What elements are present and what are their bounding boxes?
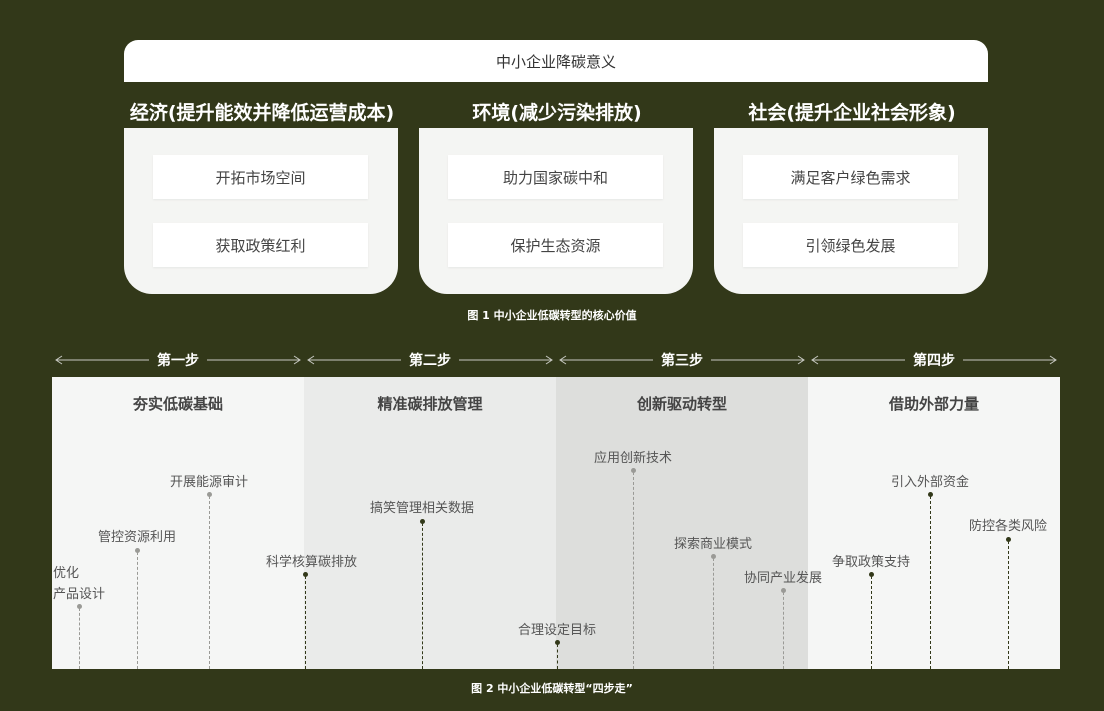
milestone-label: 应用创新技术 [594, 451, 673, 466]
milestone-dot [303, 572, 308, 577]
milestone-line [137, 552, 138, 669]
milestone-dot [77, 604, 82, 609]
milestone-label: 合理设定目标 [518, 623, 597, 638]
step-bar-4: 第四步 [808, 348, 1060, 372]
milestone-label: 科学核算碳排放 [266, 555, 358, 570]
milestone-line [557, 644, 558, 669]
zone-title: 创新驱动转型 [636, 395, 727, 413]
zone-title: 精准碳排放管理 [377, 395, 483, 413]
category-title-environment: 环境(减少污染排放) [472, 101, 642, 124]
milestone-dot [928, 492, 933, 497]
milestone-line [871, 576, 872, 669]
milestone-dot [781, 588, 786, 593]
figure2-caption: 图 2 中小企业低碳转型“四步走” [471, 682, 633, 695]
milestone-label: 引入外部资金 [891, 475, 970, 490]
figure1-banner: 中小企业降碳意义 [124, 40, 988, 82]
milestone-line [783, 592, 784, 669]
category-item: 满足客户绿色需求 [743, 155, 958, 199]
milestone-label: 管控资源利用 [98, 530, 177, 545]
milestone-dot [869, 572, 874, 577]
milestone-dot [207, 492, 212, 497]
category-item: 助力国家碳中和 [448, 155, 663, 199]
zone-title: 夯实低碳基础 [132, 395, 223, 413]
step-bar-2: 第二步 [304, 348, 556, 372]
milestone-dot [711, 554, 716, 559]
milestone-label: 防控各类风险 [969, 519, 1048, 534]
step-label: 第二步 [304, 348, 556, 372]
step-bar-3: 第三步 [556, 348, 808, 372]
milestone-label: 协同产业发展 [744, 571, 823, 586]
milestone-label: 产品设计 [53, 587, 106, 602]
milestone-label: 搞笑管理相关数据 [370, 501, 475, 516]
milestone-line [713, 558, 714, 669]
category-box-economy: 开拓市场空间 获取政策红利 [124, 128, 398, 294]
step-zone-3: 创新驱动转型 [556, 377, 808, 669]
category-item: 引领绿色发展 [743, 223, 958, 267]
category-box-environment: 助力国家碳中和 保护生态资源 [419, 128, 693, 294]
milestone-dot [631, 468, 636, 473]
figure1-caption: 图 1 中小企业低碳转型的核心价值 [467, 309, 637, 322]
category-item: 保护生态资源 [448, 223, 663, 267]
step-zone-1: 夯实低碳基础 [52, 377, 304, 669]
milestone-dot [1006, 537, 1011, 542]
milestone-line [633, 472, 634, 669]
category-item: 获取政策红利 [153, 223, 368, 267]
milestone-dot [555, 640, 560, 645]
zone-title: 借助外部力量 [888, 395, 979, 413]
category-box-society: 满足客户绿色需求 引领绿色发展 [714, 128, 988, 294]
milestone-line [209, 496, 210, 669]
step-label: 第三步 [556, 348, 808, 372]
milestone-line [1008, 541, 1009, 669]
step-label: 第四步 [808, 348, 1060, 372]
milestone-label: 开展能源审计 [170, 475, 249, 490]
step-label: 第一步 [52, 348, 304, 372]
step-bar-1: 第一步 [52, 348, 304, 372]
milestone-dot [420, 519, 425, 524]
step-zone-2: 精准碳排放管理 [304, 377, 556, 669]
milestone-line [305, 576, 306, 669]
milestone-line [930, 496, 931, 669]
category-title-economy: 经济(提升能效并降低运营成本) [129, 101, 395, 124]
category-item: 开拓市场空间 [153, 155, 368, 199]
milestone-line [79, 608, 80, 669]
milestone-label: 争取政策支持 [832, 555, 911, 570]
milestone-dot [135, 548, 140, 553]
category-title-society: 社会(提升企业社会形象) [748, 101, 956, 124]
milestone-label: 优化 [53, 566, 80, 581]
step-zone-4: 借助外部力量 [808, 377, 1060, 669]
milestone-label: 探索商业模式 [674, 537, 753, 552]
milestone-line [422, 523, 423, 669]
